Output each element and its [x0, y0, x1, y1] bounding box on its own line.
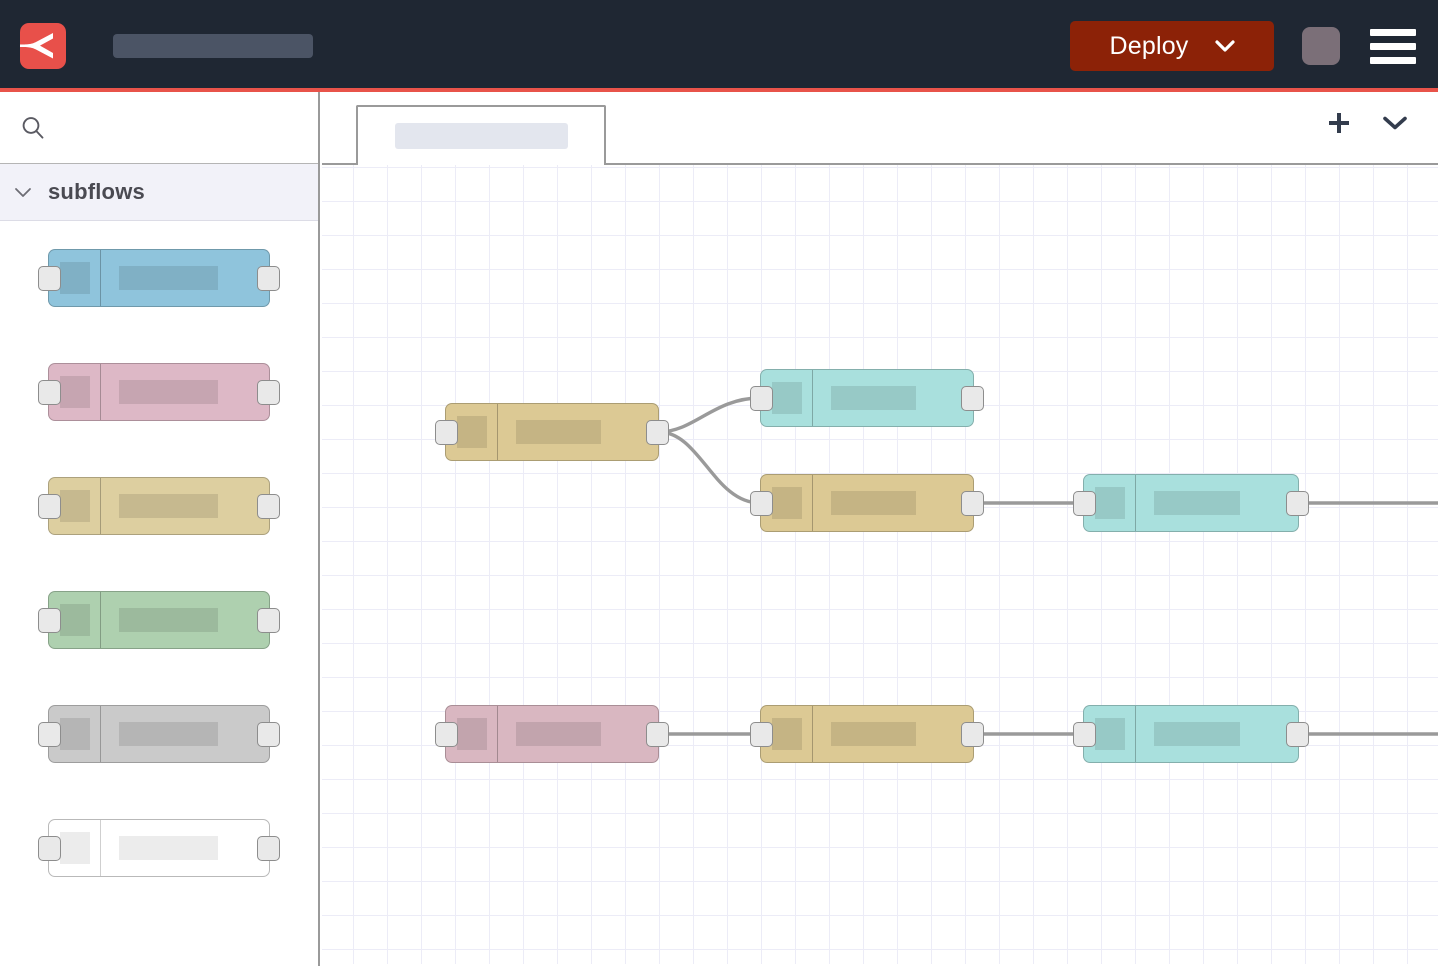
wire-n1-n3: [657, 430, 762, 505]
flow-node-tan-1[interactable]: [435, 403, 669, 461]
node-input-port[interactable]: [38, 266, 61, 291]
node-type-icon: [49, 250, 101, 306]
node-input-port[interactable]: [1073, 491, 1096, 516]
node-type-icon: [446, 706, 498, 762]
node-input-port[interactable]: [38, 494, 61, 519]
hamburger-bar: [1370, 42, 1416, 50]
node-input-port[interactable]: [750, 491, 773, 516]
palette-node-list: [0, 221, 318, 877]
chevron-down-icon[interactable]: [1382, 115, 1408, 131]
search-icon: [22, 116, 44, 139]
flow-tab-active[interactable]: [356, 105, 606, 165]
hamburger-menu-icon[interactable]: [1370, 28, 1416, 64]
palette-sidebar: subflows: [0, 92, 320, 966]
flow-node-pink-1[interactable]: [435, 705, 669, 763]
node-label-redacted: [1154, 722, 1241, 746]
node-label-redacted: [119, 722, 218, 746]
node-type-icon: [761, 370, 813, 426]
flow-node-tan-3[interactable]: [750, 705, 984, 763]
node-label-redacted: [119, 608, 218, 632]
node-label-redacted: [831, 386, 917, 410]
node-output-port[interactable]: [257, 266, 280, 291]
node-input-port[interactable]: [38, 722, 61, 747]
palette-node-4[interactable]: [38, 591, 280, 649]
palette-node-5[interactable]: [38, 705, 280, 763]
node-label-redacted: [1154, 491, 1241, 515]
node-input-port[interactable]: [1073, 722, 1096, 747]
node-type-icon: [761, 706, 813, 762]
node-type-icon: [49, 820, 101, 876]
flow-canvas[interactable]: [322, 165, 1438, 964]
chevron-down-icon: [1214, 40, 1235, 52]
chevron-down-icon: [15, 187, 31, 197]
palette-node-3[interactable]: [38, 477, 280, 535]
node-label-redacted: [119, 266, 218, 290]
node-red-logo-icon[interactable]: [20, 23, 66, 69]
palette-node-1[interactable]: [38, 249, 280, 307]
node-label-redacted: [119, 836, 218, 860]
node-input-port[interactable]: [435, 420, 458, 445]
node-output-port[interactable]: [646, 722, 669, 747]
node-output-port[interactable]: [646, 420, 669, 445]
flow-node-tan-2[interactable]: [750, 474, 984, 532]
node-label-redacted: [831, 722, 917, 746]
palette-search-input[interactable]: [0, 92, 318, 164]
node-type-icon: [446, 404, 498, 460]
node-type-icon: [49, 592, 101, 648]
node-input-port[interactable]: [750, 386, 773, 411]
node-output-port[interactable]: [1286, 491, 1309, 516]
node-output-port[interactable]: [961, 722, 984, 747]
palette-category-subflows[interactable]: subflows: [0, 164, 318, 221]
node-output-port[interactable]: [257, 722, 280, 747]
app-header: Deploy: [0, 0, 1438, 92]
node-output-port[interactable]: [961, 491, 984, 516]
palette-node-6[interactable]: [38, 819, 280, 877]
node-input-port[interactable]: [38, 836, 61, 861]
wire-layer: [657, 396, 1438, 736]
flow-node-cyan-2[interactable]: [1073, 474, 1309, 532]
node-type-icon: [1084, 706, 1136, 762]
palette-category-label: subflows: [48, 179, 145, 204]
tab-bar-tools: [1326, 110, 1408, 136]
hamburger-bar: [1370, 28, 1416, 36]
node-output-port[interactable]: [1286, 722, 1309, 747]
node-type-icon: [49, 478, 101, 534]
node-label-redacted: [516, 420, 602, 444]
node-label-redacted: [516, 722, 602, 746]
deploy-button-label: Deploy: [1109, 31, 1189, 60]
flow-tab-bar: [322, 92, 1438, 165]
node-input-port[interactable]: [38, 608, 61, 633]
deploy-button[interactable]: Deploy: [1070, 21, 1274, 71]
node-input-port[interactable]: [750, 722, 773, 747]
flow-tab-label-redacted: [394, 123, 568, 149]
node-label-redacted: [119, 494, 218, 518]
node-output-port[interactable]: [257, 380, 280, 405]
node-type-icon: [761, 475, 813, 531]
wire-n1-n2: [657, 396, 762, 434]
flow-node-cyan-3[interactable]: [1073, 705, 1309, 763]
plus-icon[interactable]: [1326, 110, 1352, 136]
node-label-redacted: [831, 491, 917, 515]
node-input-port[interactable]: [435, 722, 458, 747]
node-output-port[interactable]: [961, 386, 984, 411]
node-output-port[interactable]: [257, 836, 280, 861]
node-type-icon: [49, 364, 101, 420]
node-input-port[interactable]: [38, 380, 61, 405]
user-avatar[interactable]: [1302, 27, 1340, 65]
workspace-title-redacted: [113, 34, 313, 58]
node-output-port[interactable]: [257, 608, 280, 633]
hamburger-bar: [1370, 56, 1416, 64]
flow-workspace: [322, 92, 1438, 966]
flow-node-cyan-1[interactable]: [750, 369, 984, 427]
node-type-icon: [1084, 475, 1136, 531]
node-type-icon: [49, 706, 101, 762]
node-output-port[interactable]: [257, 494, 280, 519]
node-label-redacted: [119, 380, 218, 404]
palette-node-2[interactable]: [38, 363, 280, 421]
